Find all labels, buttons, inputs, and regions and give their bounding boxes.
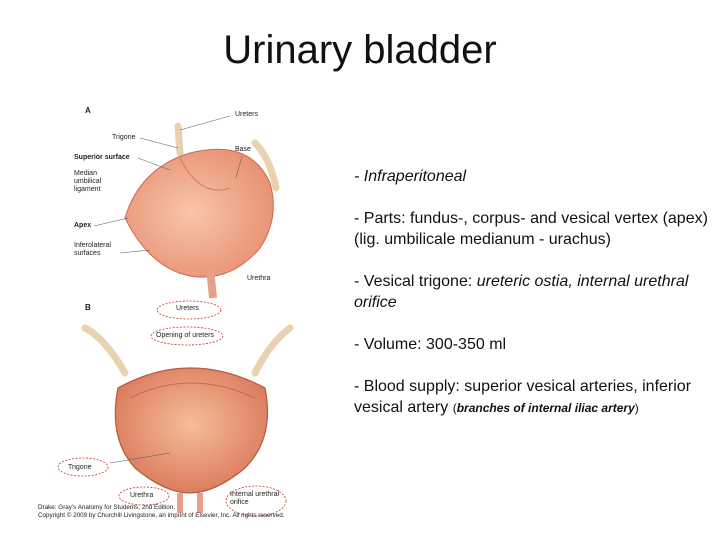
figure-copyright: Drake: Gray's Anatomy for Students, 2nd … xyxy=(38,504,285,520)
bladder-figure: A B Ureters Trigone Superior surface Bas… xyxy=(30,98,348,530)
label-apex: Apex xyxy=(74,222,91,229)
label-urethra-a: Urethra xyxy=(247,275,270,282)
ureter-right-b xyxy=(255,328,290,373)
label-ureters-a: Ureters xyxy=(235,111,258,118)
label-trigone-a: Trigone xyxy=(112,134,135,141)
panel-b-label: B xyxy=(85,303,91,312)
label-internal-urethral-1: Internal urethral xyxy=(230,491,279,498)
bullet-paren-close: ) xyxy=(635,401,639,415)
bullet-list: - Infraperitoneal - Parts: fundus-, corp… xyxy=(354,166,720,440)
label-median-1: Median xyxy=(74,170,97,177)
bladder-a xyxy=(125,149,273,277)
bullet-infraperitoneal: - Infraperitoneal xyxy=(354,166,720,187)
page-title: Urinary bladder xyxy=(0,28,720,73)
label-median-3: ligament xyxy=(74,186,100,193)
ureter-left-a xyxy=(178,126,180,153)
label-trigone-b: Trigone xyxy=(68,464,91,471)
bullet-trigone-prefix: - Vesical trigone: xyxy=(354,273,477,290)
label-superior-surface: Superior surface xyxy=(74,154,130,161)
ureter-left-b xyxy=(85,328,125,373)
label-inferolateral-1: Inferolateral xyxy=(74,242,111,249)
panel-a-label: A xyxy=(85,106,91,115)
label-urethra-b: Urethra xyxy=(130,492,153,499)
bullet-blood-supply: - Blood supply: superior vesical arterie… xyxy=(354,376,720,419)
bladder-b xyxy=(115,368,267,493)
label-median-2: umbilical xyxy=(74,178,101,185)
urethra-a xyxy=(210,268,213,298)
bullet-volume: - Volume: 300-350 ml xyxy=(354,334,720,355)
bullet-vesical-trigone: - Vesical trigone: ureteric ostia, inter… xyxy=(354,271,720,313)
label-ureters-b: Ureters xyxy=(176,305,199,312)
label-opening-of-ureters: Opening of ureters xyxy=(156,332,214,339)
label-base: Base xyxy=(235,146,251,153)
copyright-line-1: Drake: Gray's Anatomy for Students, 2nd … xyxy=(38,504,285,512)
copyright-line-2: Copyright © 2009 by Churchill Livingston… xyxy=(38,512,285,520)
label-inferolateral-2: surfaces xyxy=(74,250,100,257)
bullet-parts: - Parts: fundus-, corpus- and vesical ve… xyxy=(354,208,720,250)
bullet-blood-branches: branches of internal iliac artery xyxy=(457,401,635,415)
